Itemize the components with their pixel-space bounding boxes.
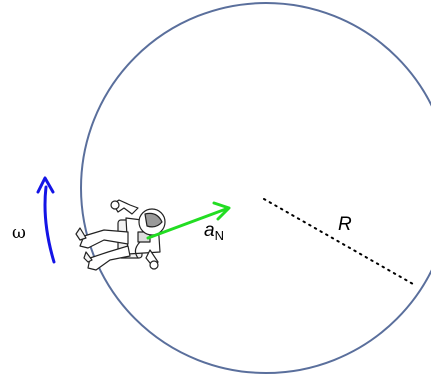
rotation-arrow — [38, 178, 54, 262]
acceleration-label: aN — [204, 220, 224, 243]
acceleration-symbol: a — [204, 220, 215, 241]
station-ring — [81, 3, 431, 373]
omega-label: ω — [12, 223, 26, 243]
astronaut-icon — [76, 200, 165, 270]
radius-label: R — [338, 214, 352, 235]
radius-line — [264, 199, 413, 284]
acceleration-subscript: N — [215, 228, 224, 243]
